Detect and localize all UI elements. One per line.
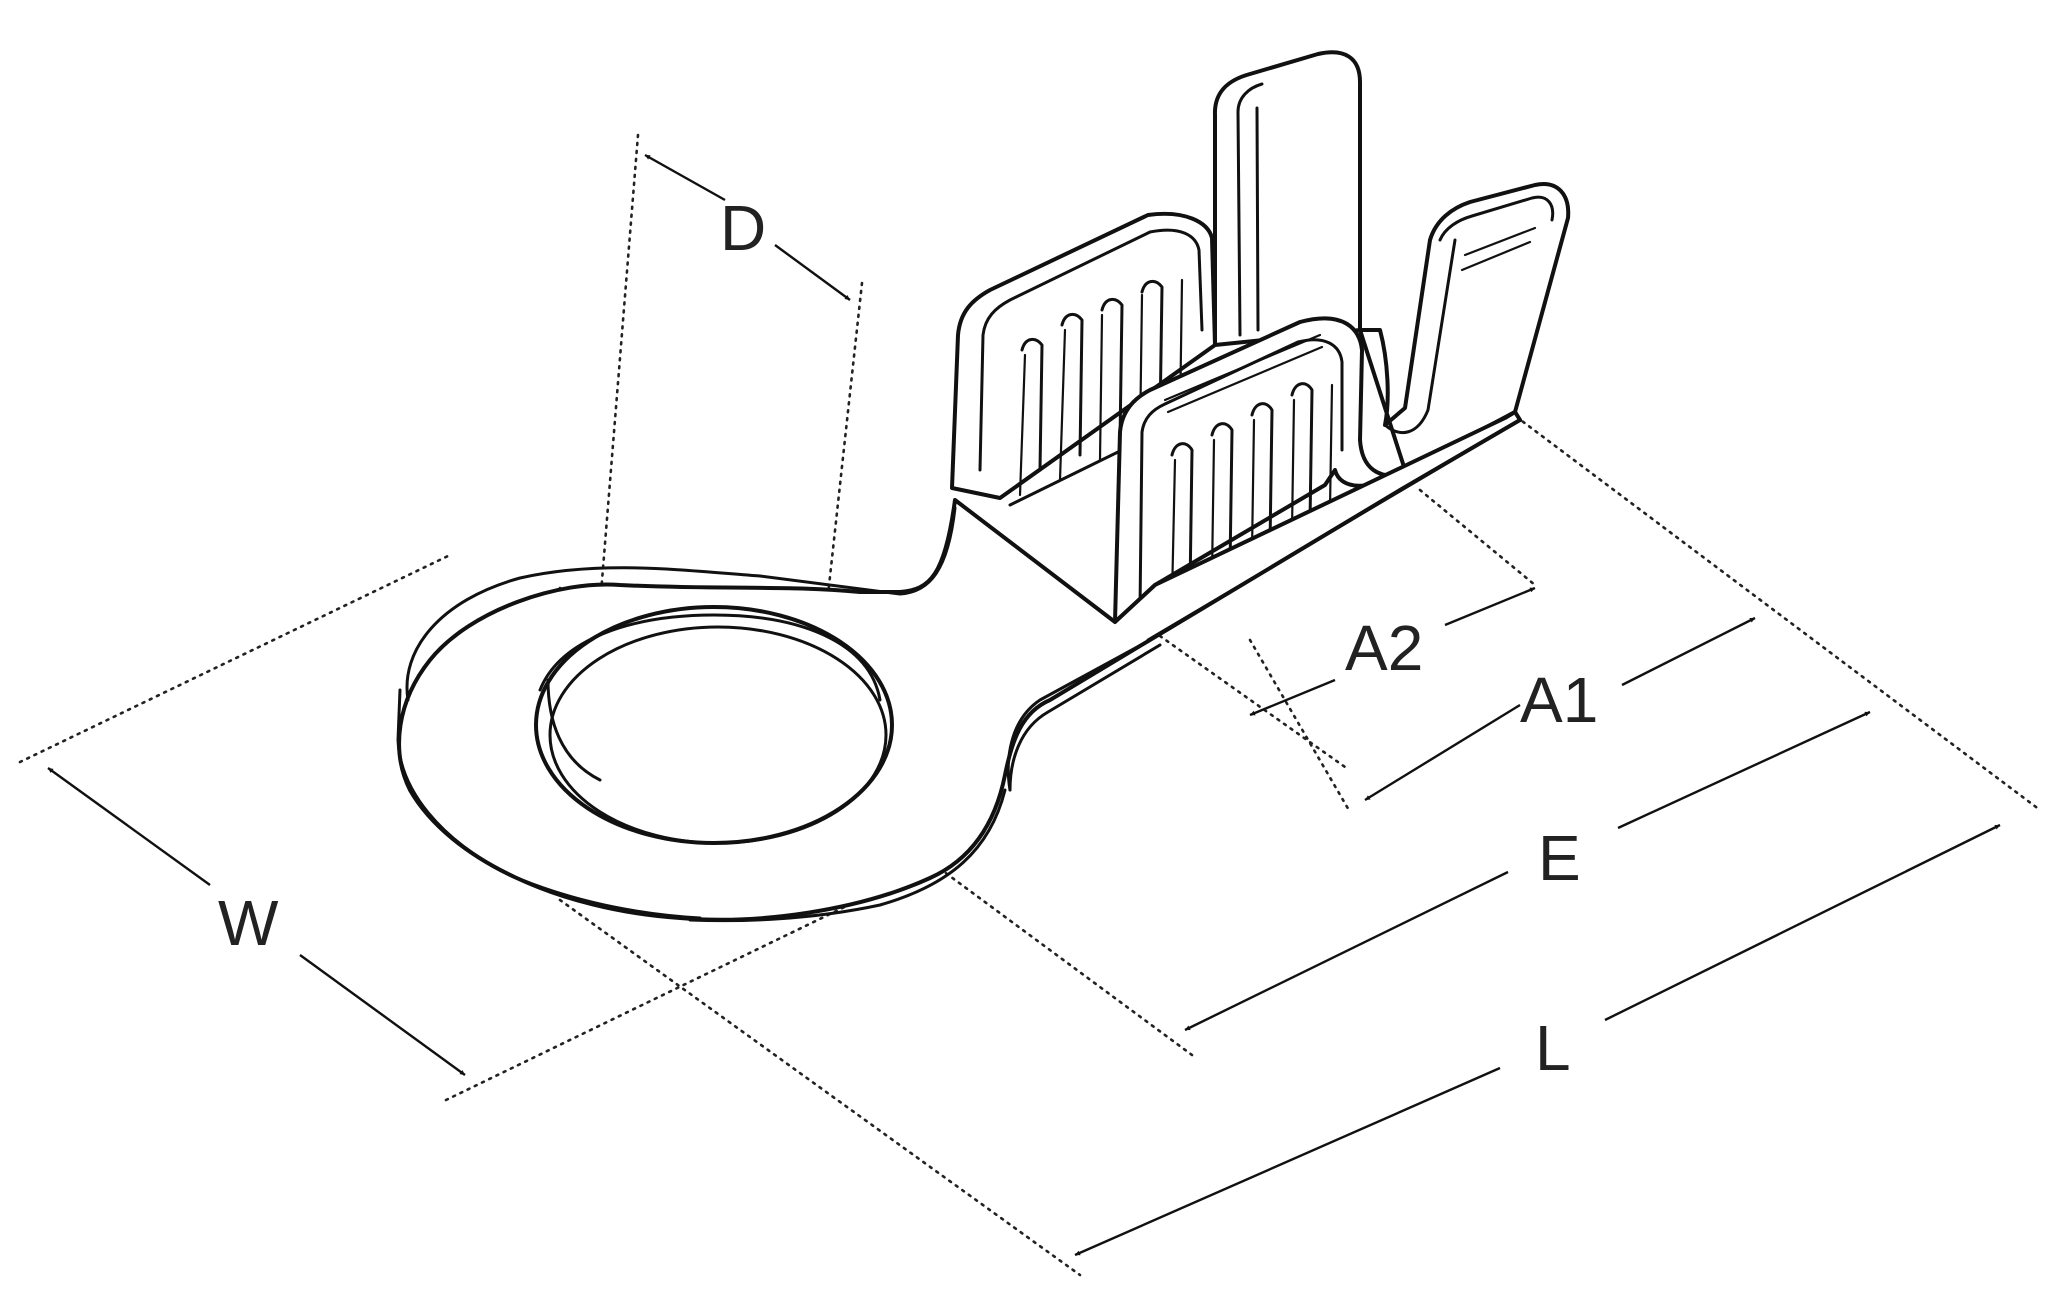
front-crimp-wing (1113, 316, 1522, 624)
dim-a2-arrow-1 (1249, 678, 1336, 717)
ext-a2-outer (1418, 488, 1537, 587)
dim-a2-arrow-2 (1444, 586, 1536, 627)
ring-terminal (396, 50, 1571, 923)
center-tab (1212, 50, 1362, 347)
neck-base-line (1146, 418, 1522, 642)
ext-d-left (594, 133, 640, 657)
ring-hole (534, 605, 894, 845)
label-e: E (1538, 822, 1581, 894)
dim-l-arrow-1 (1074, 1066, 1501, 1257)
label-a2: A2 (1345, 612, 1423, 684)
dim-d-arrow-1 (644, 153, 726, 202)
dimension-labels: D A2 A1 E L W (218, 192, 1598, 1084)
dim-e-arrow-2 (1617, 710, 1871, 830)
dim-l-arrow-2 (1604, 823, 2001, 1022)
dim-w-arrow-2 (299, 954, 466, 1076)
label-w: W (218, 887, 279, 959)
dim-w-arrow-1 (47, 767, 211, 886)
ext-a1-inner (1248, 638, 1352, 814)
label-d: D (720, 192, 766, 264)
ext-w-bottom (444, 883, 892, 1102)
dimension-lines (47, 153, 2001, 1257)
label-l: L (1535, 1012, 1571, 1084)
dim-a1-arrow-2 (1621, 616, 1756, 687)
ext-a2-inner (1158, 634, 1347, 769)
dim-d-arrow-2 (774, 244, 851, 301)
ext-w-top (18, 553, 452, 764)
ext-tip (1508, 410, 2042, 812)
right-crimp-wing (1358, 182, 1571, 472)
dim-e-arrow-1 (1184, 870, 1509, 1032)
label-a1: A1 (1520, 664, 1598, 736)
back-crimp-wing (950, 211, 1217, 507)
ext-left-l (558, 898, 1082, 1277)
dim-a1-arrow-1 (1364, 703, 1521, 802)
